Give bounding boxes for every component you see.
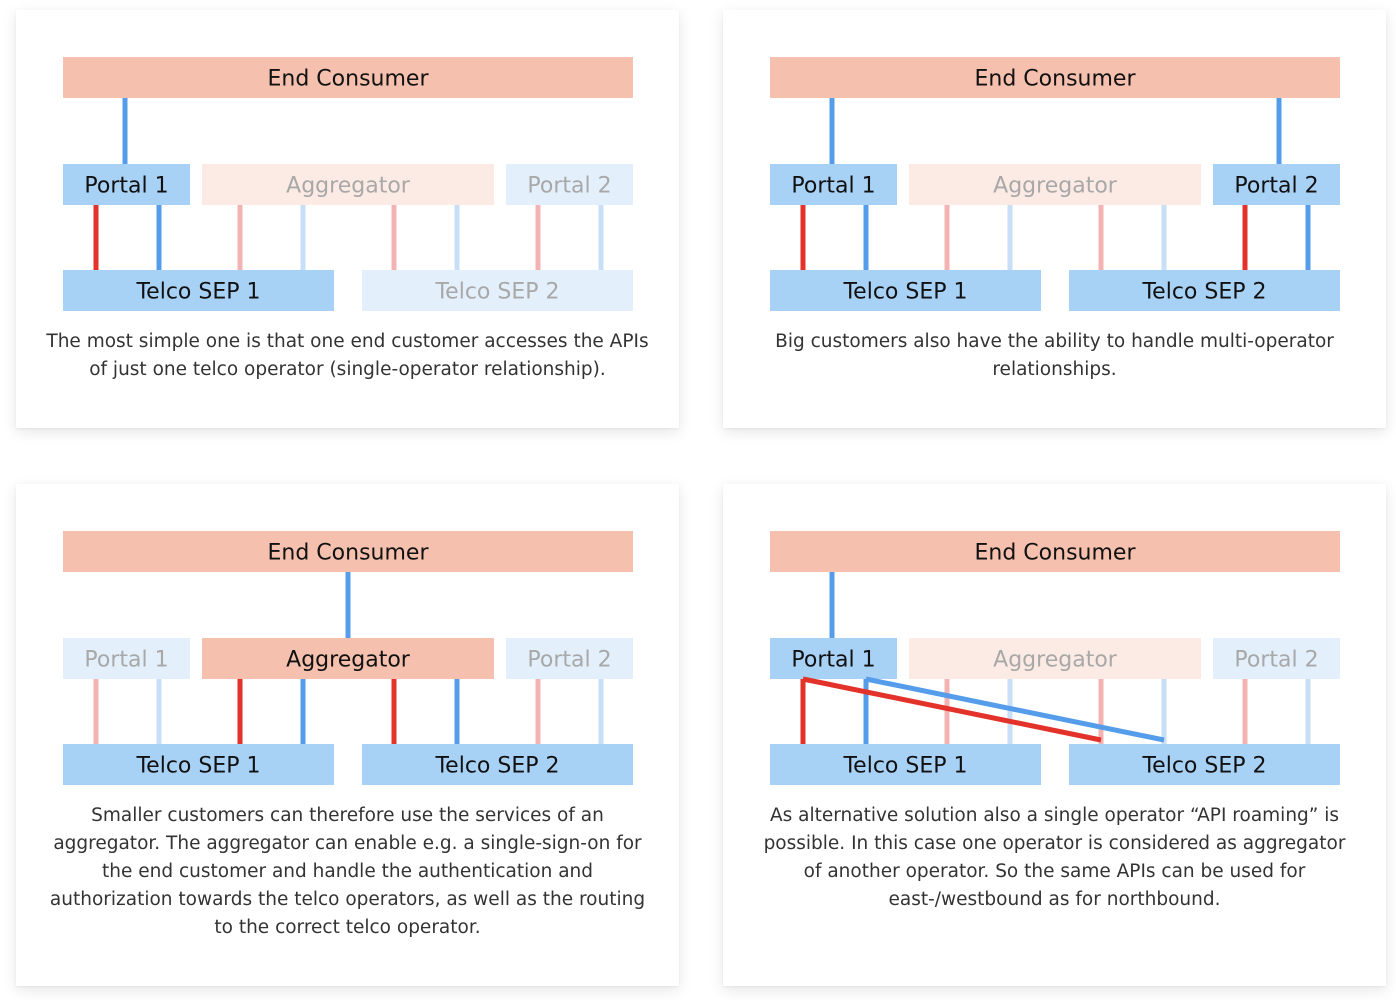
box-label: Telco SEP 1 [135, 754, 260, 779]
box-portal1: Portal 1 [770, 164, 897, 205]
box-label: Portal 1 [791, 174, 875, 199]
box-sep1: Telco SEP 1 [770, 744, 1041, 785]
box-aggregator: Aggregator [202, 164, 494, 205]
box-label: Portal 1 [791, 648, 875, 673]
box-label: Telco SEP 2 [434, 280, 559, 305]
box-sep2: Telco SEP 2 [1069, 270, 1340, 311]
box-aggregator: Aggregator [202, 638, 494, 679]
box-label: Telco SEP 1 [842, 754, 967, 779]
box-label: End Consumer [975, 67, 1137, 92]
roaming-blue-link [865, 676, 1165, 743]
box-label: Portal 2 [1234, 648, 1318, 673]
box-label: Portal 2 [1234, 174, 1318, 199]
box-sep2: Telco SEP 2 [362, 744, 633, 785]
box-label: Telco SEP 2 [1141, 280, 1266, 305]
box-sep1: Telco SEP 1 [770, 270, 1041, 311]
box-label: End Consumer [975, 541, 1137, 566]
box-label: End Consumer [268, 67, 430, 92]
box-label: Aggregator [286, 648, 411, 673]
box-label: Aggregator [993, 648, 1118, 673]
box-portal1: Portal 1 [770, 638, 897, 679]
box-label: Aggregator [993, 174, 1118, 199]
box-label: Telco SEP 1 [135, 280, 260, 305]
box-label: Portal 1 [84, 174, 168, 199]
box-portal1: Portal 1 [63, 164, 190, 205]
box-label: Telco SEP 2 [434, 754, 559, 779]
caption: Big customers also have the ability to h… [775, 331, 1334, 380]
caption: The most simple one is that one end cust… [46, 331, 649, 380]
box-sep1: Telco SEP 1 [63, 744, 334, 785]
box-consumer: End Consumer [770, 531, 1340, 572]
box-sep1: Telco SEP 1 [63, 270, 334, 311]
roaming-red-link [802, 676, 1102, 743]
box-portal1: Portal 1 [63, 638, 190, 679]
box-aggregator: Aggregator [909, 164, 1201, 205]
box-portal2: Portal 2 [506, 164, 633, 205]
box-label: Telco SEP 1 [842, 280, 967, 305]
box-portal2: Portal 2 [1213, 638, 1340, 679]
box-label: Portal 2 [527, 648, 611, 673]
box-consumer: End Consumer [63, 531, 633, 572]
box-portal2: Portal 2 [1213, 164, 1340, 205]
box-label: Telco SEP 2 [1141, 754, 1266, 779]
box-sep2: Telco SEP 2 [1069, 744, 1340, 785]
caption: Smaller customers can therefore use the … [49, 805, 646, 938]
box-consumer: End Consumer [770, 57, 1340, 98]
box-label: End Consumer [268, 541, 430, 566]
caption: As alternative solution also a single op… [763, 805, 1346, 910]
box-portal2: Portal 2 [506, 638, 633, 679]
box-consumer: End Consumer [63, 57, 633, 98]
box-label: Aggregator [286, 174, 411, 199]
box-sep2: Telco SEP 2 [362, 270, 633, 311]
box-label: Portal 1 [84, 648, 168, 673]
box-aggregator: Aggregator [909, 638, 1201, 679]
box-label: Portal 2 [527, 174, 611, 199]
